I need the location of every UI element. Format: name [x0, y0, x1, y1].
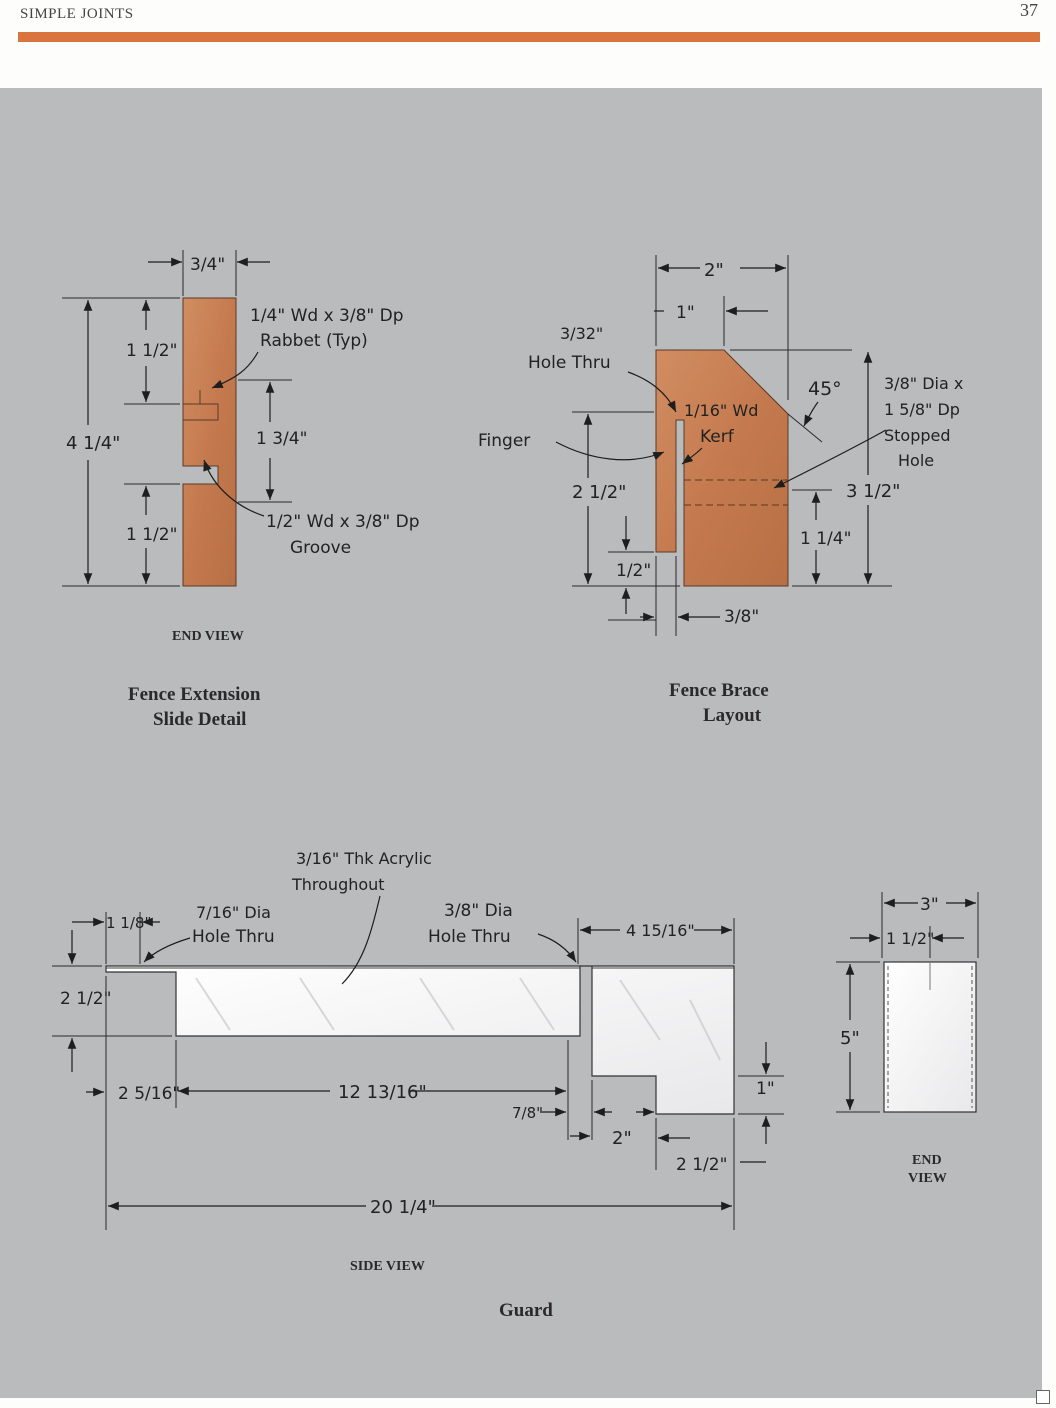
fence-brace-body	[655, 349, 789, 587]
corner-mark	[1036, 1390, 1050, 1404]
guard-acrylic-line1-label: 3/16" Thk Acrylic	[296, 849, 432, 868]
fence-extension-rabbet-line1-label: 1/4" Wd x 3/8" Dp	[250, 306, 404, 326]
fence-extension-top-width-label: 3/4"	[190, 255, 225, 275]
guard-hole-7-16-line2-label: Hole Thru	[192, 927, 275, 947]
guard-end-view-drawing: 3" 1 1/2" 5" END VIEW	[836, 892, 979, 1186]
guard-dim-2-5-bottom-label: 2 1/2"	[676, 1155, 727, 1175]
fence-brace-title-line1-label: Fence Brace	[669, 680, 769, 701]
fence-brace-stopped-line2-label: 1 5/8" Dp	[884, 400, 960, 419]
guard-hole-7-16-line1-label: 7/16" Dia	[196, 903, 271, 922]
guard-dim-4-15-16-label: 4 15/16"	[626, 921, 695, 940]
fence-brace-finger-label-label: Finger	[478, 431, 530, 451]
guard-hole-3-8-line1-label: 3/8" Dia	[444, 901, 513, 921]
fence-brace-hole-line2-label: Hole Thru	[528, 353, 611, 373]
fence-extension-rabbet-line2-label: Rabbet (Typ)	[260, 331, 368, 351]
fence-brace-drawing: 2" 1" 45° 3/32" Hole Thru 1/16" Wd Kerf …	[478, 255, 963, 726]
guard-dim-1-125-label: 1 1/8"	[106, 914, 151, 932]
guard-end-width-1-5-label: 1 1/2"	[886, 929, 934, 948]
fence-brace-kerf-line2-label: Kerf	[700, 427, 735, 447]
diagram-panel	[0, 88, 1042, 1398]
fence-brace-width-1-label: 1"	[676, 303, 695, 323]
guard-dim-12-13-16-label: 12 13/16"	[338, 1082, 427, 1103]
fence-brace-height-3-5-label: 3 1/2"	[846, 481, 900, 502]
section-title: SIMPLE JOINTS	[20, 6, 134, 22]
fence-brace-width-2-label: 2"	[704, 260, 724, 281]
guard-side-view-drawing: 3/16" Thk Acrylic Throughout 1 1/8" 7/16…	[52, 849, 784, 1321]
fence-extension-middle-segment-label: 1 3/4"	[256, 429, 307, 449]
guard-dim-2-5-left-label: 2 1/2"	[60, 989, 111, 1009]
fence-brace-kerf-line1-label: 1/16" Wd	[684, 401, 758, 420]
guard-title-label: Guard	[499, 1300, 553, 1321]
fence-extension-title-line1-label: Fence Extension	[128, 684, 261, 705]
fence-extension-drawing: 3/4" 4 1/4" 1 1/2" 1 1/2" 1 3/4" 1/4" Wd…	[62, 250, 420, 730]
guard-acrylic-outline	[105, 965, 735, 1115]
fence-brace-bottom-half-label: 1/2"	[616, 561, 651, 581]
fence-extension-view-label-label: END VIEW	[172, 629, 244, 644]
guard-dim-2-label: 2"	[612, 1128, 632, 1149]
guard-end-view-line1-label: END	[912, 1153, 942, 1168]
header-rule	[18, 32, 1040, 42]
guard-end-view-line2-label: VIEW	[908, 1171, 947, 1186]
fence-brace-height-2-5-label: 2 1/2"	[572, 482, 626, 503]
guard-hole-3-8-line2-label: Hole Thru	[428, 927, 511, 947]
page-number: 37	[1020, 0, 1038, 20]
fence-extension-top-segment-label: 1 1/2"	[126, 341, 177, 361]
fence-extension-height-total-label: 4 1/4"	[66, 433, 120, 454]
guard-dim-1-label: 1"	[756, 1079, 775, 1099]
fence-brace-angle-label: 45°	[808, 378, 842, 400]
fence-brace-height-1-25-label: 1 1/4"	[800, 529, 851, 549]
guard-acrylic-line2-label: Throughout	[291, 875, 385, 894]
fence-brace-hole-line1-label: 3/32"	[560, 324, 603, 343]
fence-extension-groove-line1-label: 1/2" Wd x 3/8" Dp	[266, 512, 420, 532]
guard-dim-20-25-label: 20 1/4"	[370, 1197, 436, 1218]
fence-brace-stopped-line1-label: 3/8" Dia x	[884, 374, 963, 393]
fence-brace-bottom-3-8-label: 3/8"	[724, 607, 759, 627]
fence-extension-title-line2-label: Slide Detail	[153, 709, 246, 730]
fence-extension-bottom-segment-label: 1 1/2"	[126, 525, 177, 545]
guard-side-view-label-label: SIDE VIEW	[350, 1259, 425, 1274]
fence-brace-stopped-line4-label: Hole	[898, 451, 934, 470]
guard-end-height-5-label: 5"	[840, 1028, 860, 1049]
guard-end-width-3-label: 3"	[920, 895, 939, 915]
fence-extension-groove-line2-label: Groove	[290, 538, 351, 558]
guard-dim-7-8-label: 7/8"	[512, 1104, 543, 1122]
guard-dim-2-5-16-label: 2 5/16"	[118, 1084, 180, 1104]
fence-brace-stopped-line3-label: Stopped	[884, 426, 951, 445]
fence-brace-title-line2-label: Layout	[703, 705, 762, 726]
